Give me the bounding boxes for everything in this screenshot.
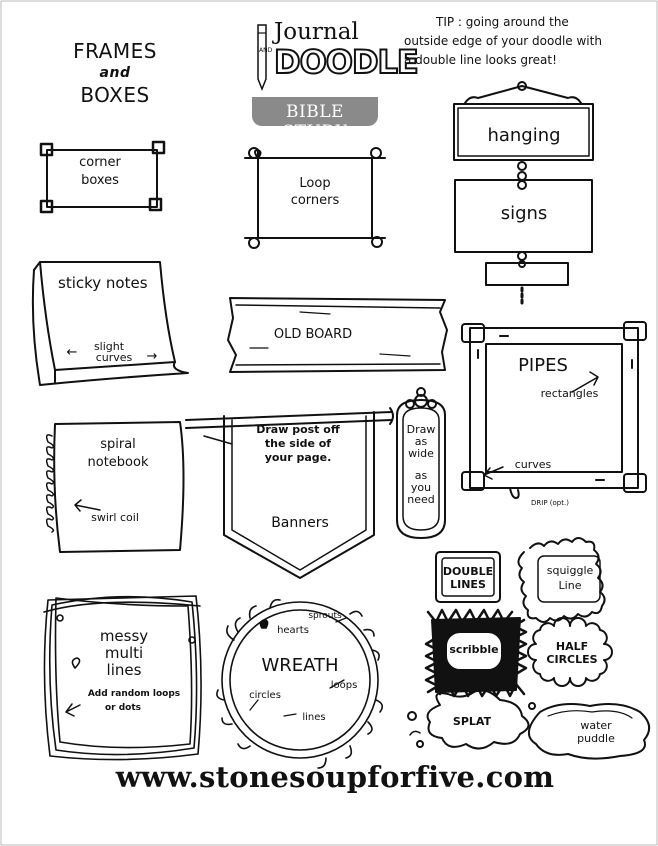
half-circles-label-2: CIRCLES — [546, 653, 598, 666]
corner-boxes-frame — [39, 140, 166, 214]
hanging-signs-frame — [453, 81, 594, 307]
messy-multi-lines-frame — [43, 595, 202, 761]
sticky-notes-label: sticky notes — [58, 274, 148, 292]
wreath-label: WREATH — [261, 655, 339, 676]
hanging-label: hanging — [487, 125, 561, 146]
sprouts-label: sprouts — [308, 611, 342, 621]
tip-line-3: a double line looks great! — [404, 53, 557, 67]
draw-as-wide-1: Draw — [406, 423, 436, 436]
draw-as-wide-3: wide — [408, 447, 434, 460]
double-lines-frame — [435, 551, 501, 603]
hearts-label: hearts — [277, 625, 309, 636]
corner-boxes-label-2: boxes — [81, 173, 119, 188]
random-loops-label-2: or dots — [104, 703, 142, 713]
random-loops-label-1: Add random loops — [87, 689, 181, 699]
slight-label: slight — [93, 340, 125, 353]
draw-as-wide-2: as — [414, 435, 428, 448]
banner-text-3: your page. — [264, 451, 332, 464]
tip-text: TIP : going around the outside edge of y… — [404, 13, 649, 70]
spiral-label-1: spiral — [100, 437, 136, 452]
logo-doodle-text: DOODLE — [273, 42, 420, 82]
loops-label: loops — [330, 680, 358, 691]
curves-pipes-label: curves — [514, 458, 552, 471]
splat-frame — [407, 689, 536, 750]
loop-corners-frame — [244, 147, 386, 249]
water-puddle-frame — [528, 703, 651, 760]
water-label-1: water — [580, 719, 612, 732]
sticky-notes-frame — [31, 261, 189, 386]
title-boxes: BOXES — [80, 83, 150, 107]
spiral-notebook-frame — [45, 421, 185, 553]
banner-frame — [185, 407, 394, 579]
messy-label-3: lines — [106, 661, 142, 679]
squiggle-label-1: squiggle — [546, 564, 594, 577]
half-circles-label-1: HALF — [555, 640, 589, 653]
draw-as-wide-5: you — [410, 481, 432, 494]
draw-as-wide-frame — [396, 387, 446, 539]
squiggle-label-2: Line — [558, 579, 582, 592]
tip-line-1: TIP : going around the — [436, 15, 569, 29]
rectangles-label: rectangles — [540, 387, 599, 400]
circles-label: circles — [249, 690, 281, 701]
banner-text-1: Draw post off — [256, 423, 340, 436]
double-label-2: LINES — [450, 578, 486, 591]
wreath-frame — [216, 598, 384, 769]
tip-line-2: outside edge of your doodle with — [404, 34, 602, 48]
logo-and-text: AND — [259, 47, 273, 54]
pipes-frame — [461, 321, 647, 499]
old-board-label: OLD BOARD — [273, 327, 353, 342]
draw-as-wide-6: need — [407, 493, 435, 506]
half-circles-frame — [527, 617, 613, 687]
pencil-icon — [257, 24, 267, 91]
draw-as-wide-4: as — [414, 469, 428, 482]
website-url: www.stonesoupforfive.com — [115, 760, 555, 794]
logo-journal-text: Journal — [274, 19, 359, 45]
loop-corners-label-2: corners — [290, 193, 340, 208]
double-label-1: DOUBLE — [442, 565, 494, 578]
right-arrow-icon: → — [146, 349, 158, 364]
corner-boxes-label-1: corner — [79, 155, 121, 170]
journal-doodle-logo: Journal AND DOODLE BIBLE STUDY — [252, 17, 420, 142]
squiggle-line-frame — [517, 537, 606, 623]
swirl-coil-label: swirl coil — [91, 511, 139, 524]
left-arrow-icon: ← — [66, 345, 78, 360]
banners-label: Banners — [271, 515, 329, 531]
banner-text-2: the side of — [264, 437, 332, 450]
messy-label-1: messy — [99, 627, 149, 645]
drip-label: DRIP (opt.) — [531, 499, 569, 507]
signs-label: signs — [500, 203, 548, 224]
title-and: and — [99, 65, 131, 81]
loop-corners-label-1: Loop — [299, 176, 331, 191]
spiral-label-2: notebook — [87, 455, 149, 470]
pipes-label: PIPES — [518, 355, 568, 376]
title-frames: FRAMES — [73, 39, 157, 63]
old-board-frame — [227, 297, 448, 373]
messy-label-2: multi — [104, 644, 144, 662]
curves-sticky-label: curves — [95, 351, 133, 364]
logo-top-panel: Journal AND DOODLE — [252, 17, 420, 97]
lines-label: lines — [302, 712, 326, 723]
logo-bible-study-text: BIBLE STUDY — [282, 102, 348, 142]
scribble-frame — [424, 608, 528, 698]
scribble-label: scribble — [449, 643, 499, 656]
water-label-2: puddle — [577, 732, 615, 745]
splat-label: SPLAT — [452, 715, 492, 728]
logo-bottom-band: BIBLE STUDY — [252, 97, 378, 142]
